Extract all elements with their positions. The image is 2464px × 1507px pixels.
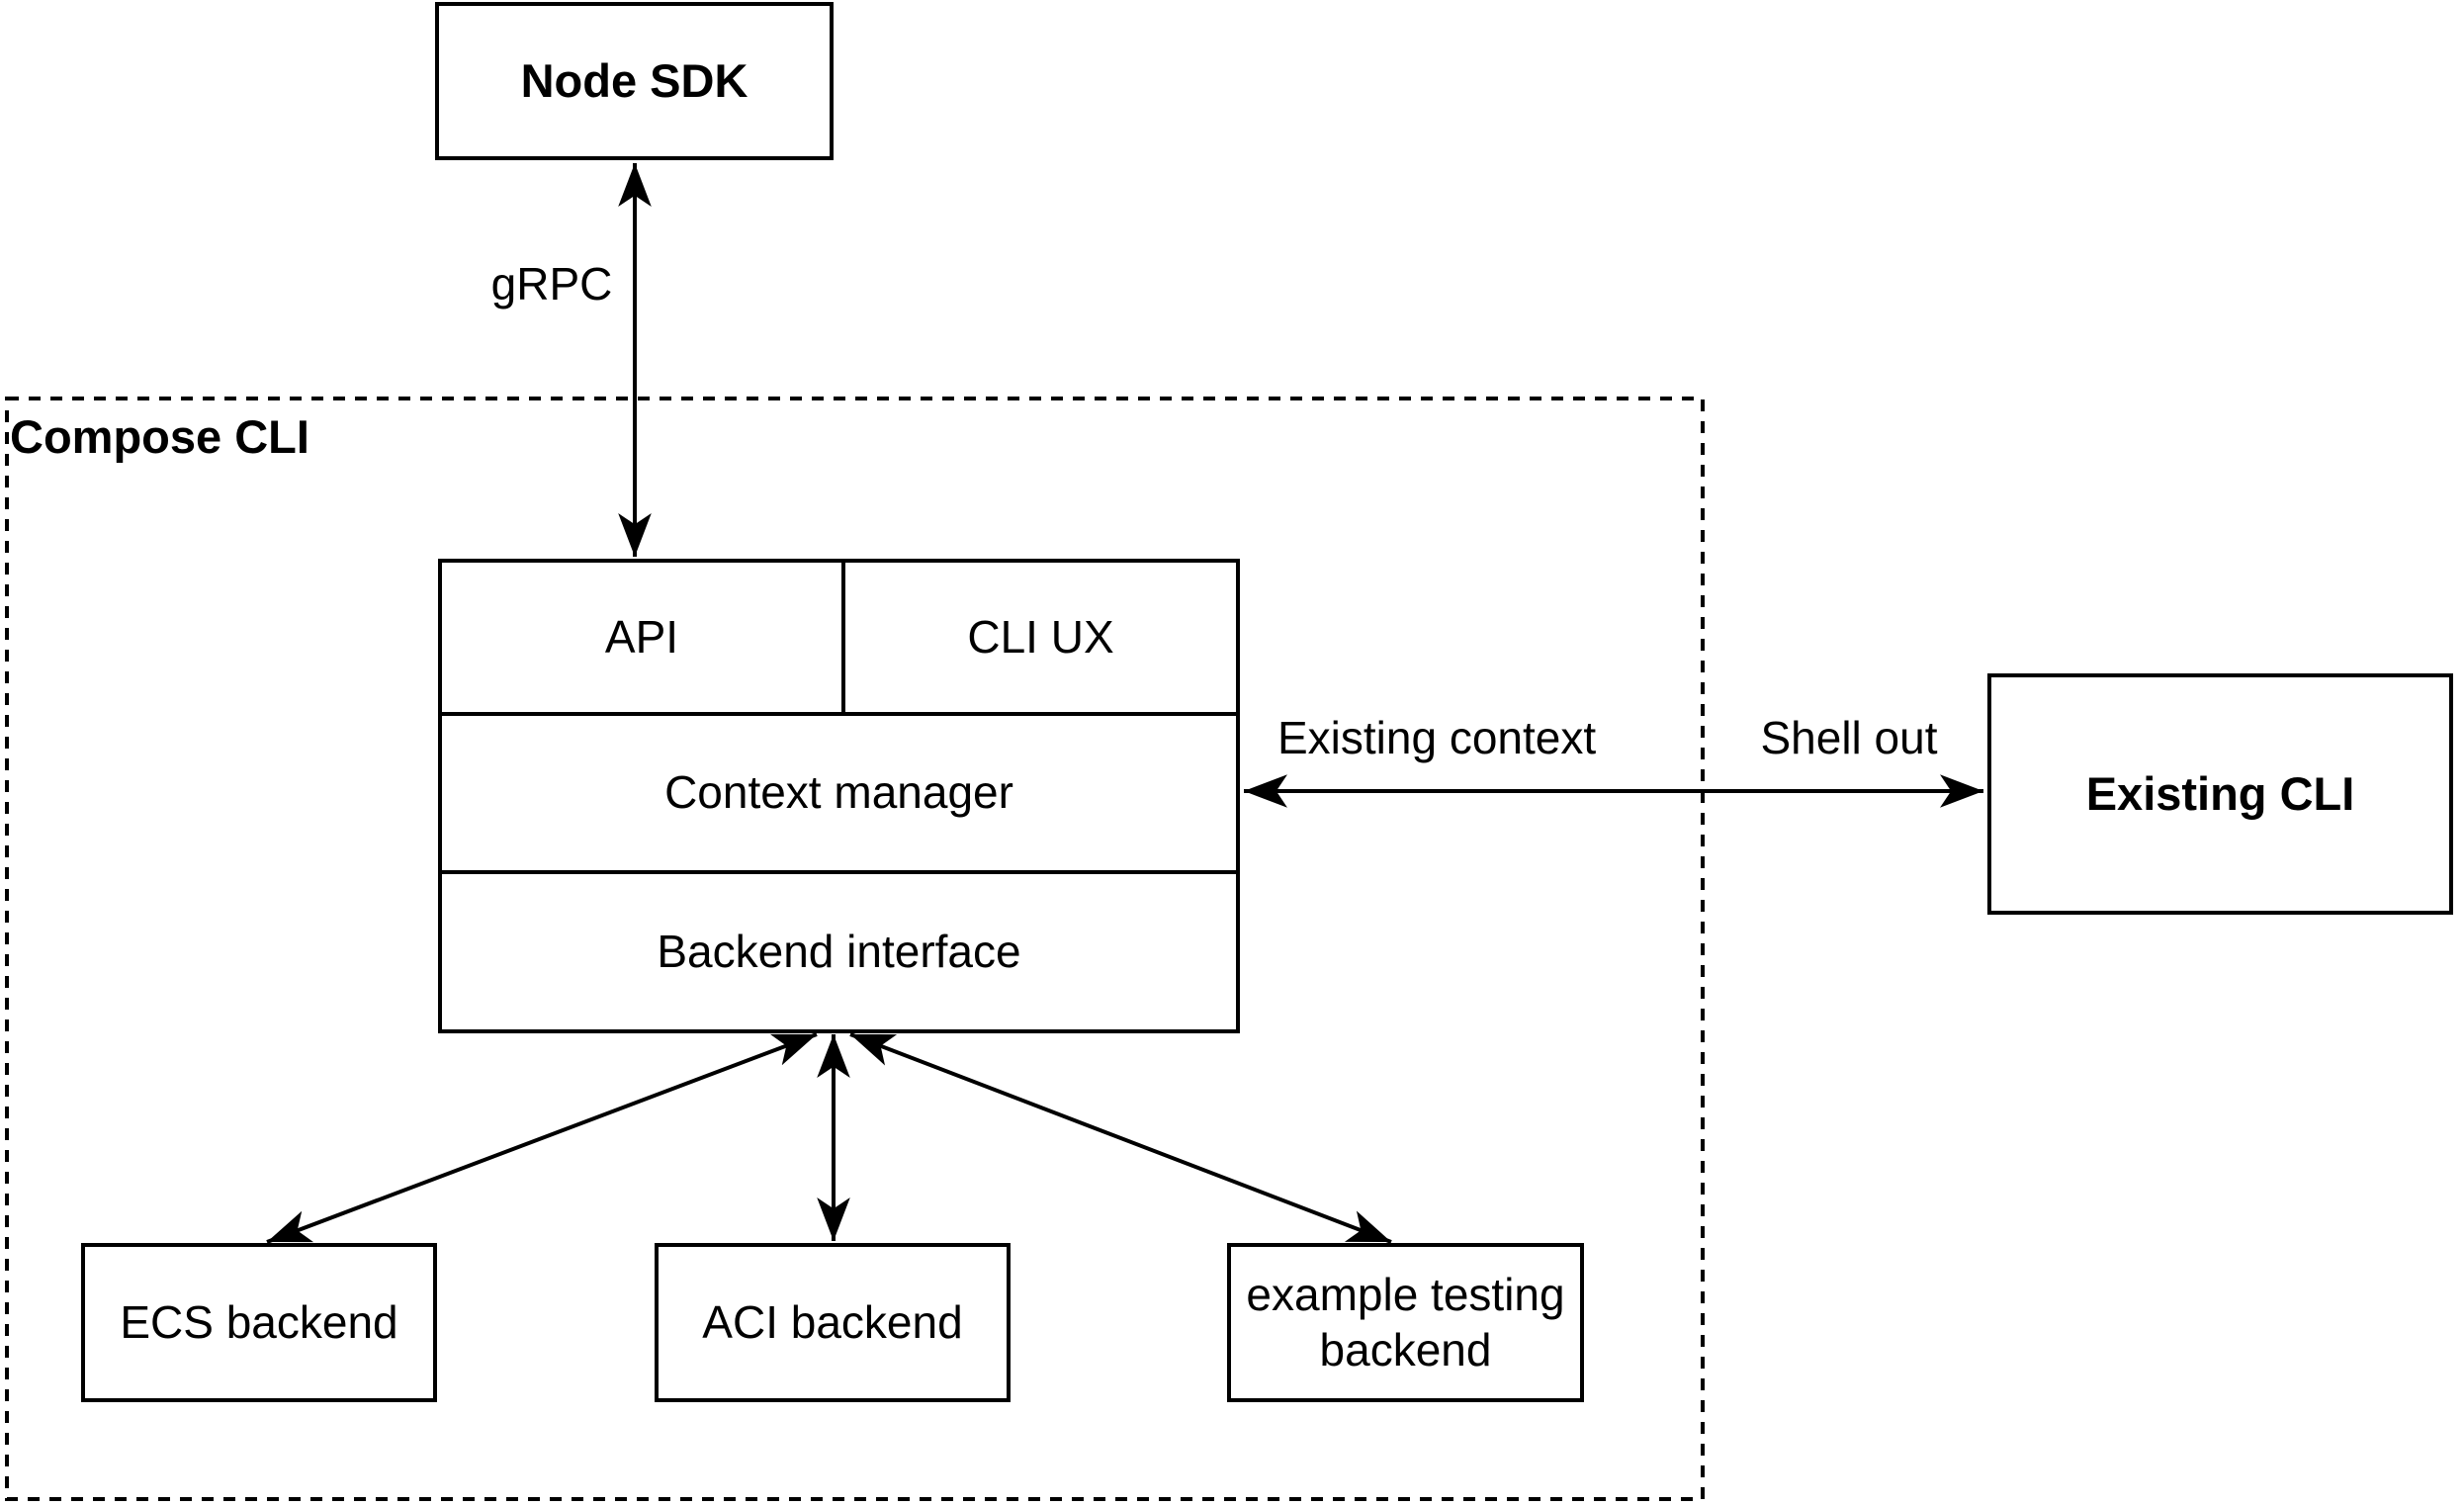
- example-testing-backend-label: example testing backend: [1246, 1269, 1565, 1375]
- api-label: API: [604, 610, 679, 663]
- cli-ux-label: CLI UX: [967, 610, 1114, 663]
- stack-top-row: API CLI UX: [442, 563, 1236, 712]
- backend-interface-cell: Backend interface: [442, 870, 1236, 1029]
- ecs-backend-label: ECS backend: [120, 1295, 398, 1348]
- context-manager-cell: Context manager: [442, 712, 1236, 870]
- compose-cli-stack: API CLI UX Context manager Backend inter…: [438, 559, 1240, 1033]
- context-manager-label: Context manager: [664, 766, 1013, 819]
- existing-cli-label: Existing CLI: [2085, 766, 2355, 820]
- aci-backend-box: ACI backend: [655, 1243, 1011, 1402]
- existing-cli-box: Existing CLI: [1987, 673, 2453, 915]
- compose-cli-group-label: Compose CLI: [10, 410, 309, 463]
- existing-context-label: Existing context: [1277, 712, 1597, 763]
- grpc-label: gRPC: [490, 258, 613, 310]
- aci-backend-label: ACI backend: [702, 1295, 963, 1348]
- example-backend-arrow: [849, 1032, 1392, 1244]
- cli-ux-cell: CLI UX: [845, 563, 1236, 712]
- node-sdk-box: Node SDK: [435, 2, 834, 160]
- ecs-backend-box: ECS backend: [81, 1243, 437, 1402]
- backend-interface-label: Backend interface: [657, 925, 1021, 977]
- compose-cli-group-border: [5, 397, 1705, 1501]
- ecs-backend-arrow: [266, 1032, 818, 1244]
- api-cell: API: [442, 563, 845, 712]
- example-testing-backend-box: example testing backend: [1227, 1243, 1584, 1402]
- shell-out-label: Shell out: [1760, 712, 1938, 763]
- node-sdk-label: Node SDK: [520, 53, 748, 107]
